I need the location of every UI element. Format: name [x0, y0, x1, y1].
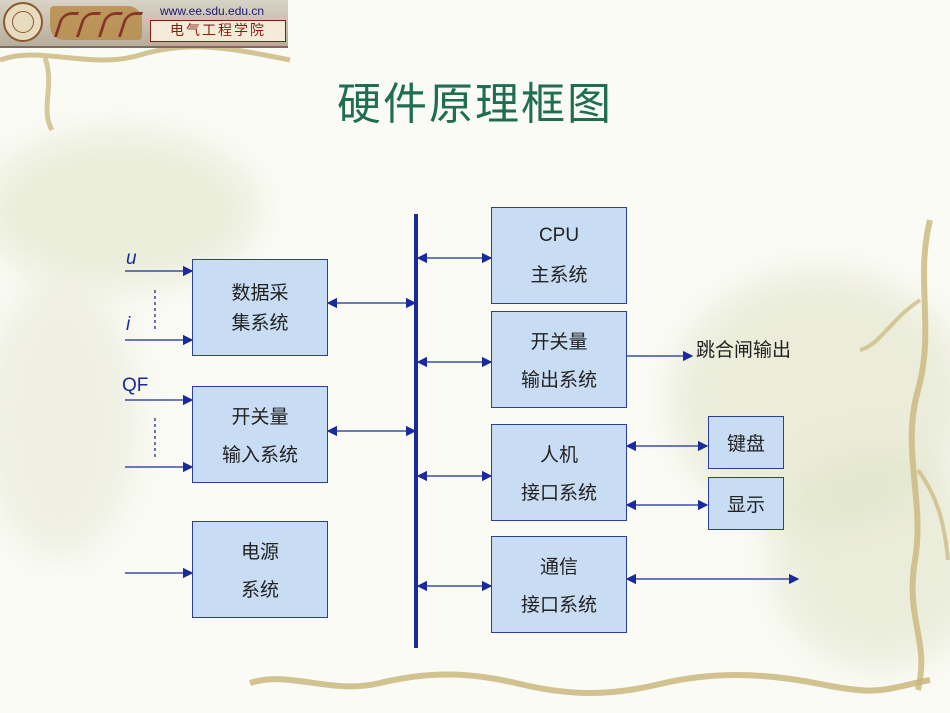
power-line2: 系统	[240, 578, 279, 601]
communication-interface-block: 通信 接口系统	[491, 536, 627, 633]
trip-output-label: 跳合闸输出	[696, 339, 792, 361]
keyboard-block: 键盘	[708, 416, 784, 469]
hmi-line1: 人机	[539, 444, 578, 467]
switch-input-block: 开关量 输入系统	[192, 386, 328, 483]
site-url: www.ee.sdu.edu.cn	[160, 4, 265, 18]
page-title: 硬件原理框图	[337, 79, 613, 130]
cpu-line1: CPU	[538, 224, 580, 246]
display-label: 显示	[726, 494, 765, 516]
label-i: i	[126, 314, 131, 335]
data-acq-line1: 数据采	[231, 281, 289, 304]
cpu-main-system-block: CPU 主系统	[491, 207, 627, 304]
hmi-interface-block: 人机 接口系统	[491, 424, 627, 521]
switch-out-line1: 开关量	[530, 331, 588, 354]
keyboard-label: 键盘	[726, 433, 765, 455]
switch-in-line2: 输入系统	[221, 443, 298, 466]
comm-line1: 通信	[539, 556, 578, 579]
power-system-block: 电源 系统	[192, 521, 328, 618]
cpu-line2: 主系统	[530, 263, 588, 286]
comm-line2: 接口系统	[520, 593, 597, 616]
power-line1: 电源	[240, 541, 279, 564]
label-u: u	[126, 248, 137, 269]
hmi-line2: 接口系统	[520, 481, 597, 504]
data-acquisition-block: 数据采 集系统	[192, 259, 328, 356]
switch-out-line2: 输出系统	[520, 368, 597, 391]
display-block: 显示	[708, 477, 784, 530]
header-banner: www.ee.sdu.edu.cn 电气工程学院	[0, 0, 288, 48]
label-qf: QF	[122, 375, 149, 396]
switch-output-block: 开关量 输出系统	[491, 311, 627, 408]
university-calligraphy-logo	[50, 6, 144, 40]
switch-in-line1: 开关量	[231, 406, 289, 429]
data-acq-line2: 集系统	[231, 311, 289, 334]
school-name: 电气工程学院	[150, 20, 286, 42]
university-seal-logo	[3, 2, 43, 42]
